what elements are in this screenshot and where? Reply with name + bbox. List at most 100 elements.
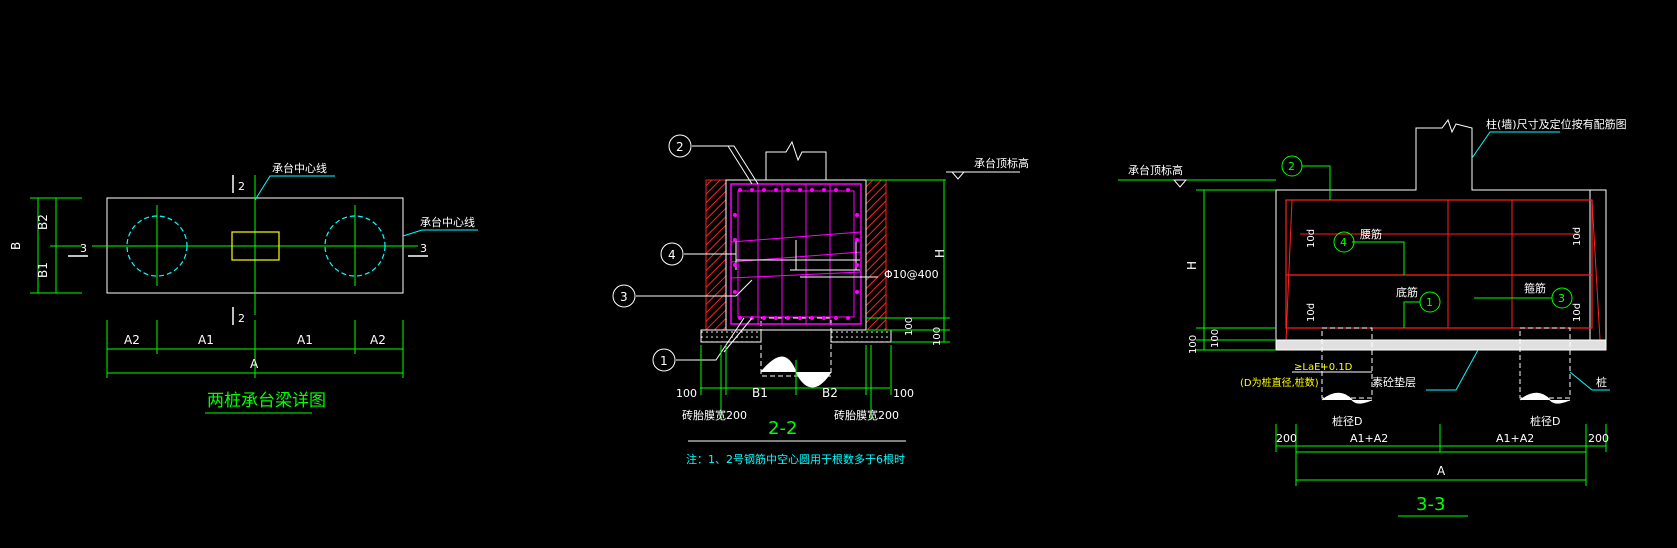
- dim-label-100-left: 100: [676, 387, 697, 400]
- label-bottom-bar: 底筋: [1396, 285, 1418, 299]
- callout-circle-4: [660, 242, 684, 266]
- rebar3-main: [1285, 199, 1593, 329]
- leader-callout-2: [692, 145, 759, 185]
- dim-label-b2: B2: [36, 214, 50, 230]
- leader3-callout-1: [1403, 301, 1420, 328]
- callout3-label-1: 1: [1426, 296, 1433, 309]
- dim-label-a1-right: A1: [297, 333, 313, 347]
- dim3-label-100-b: 100: [1210, 329, 1221, 348]
- callout-label-1: 1: [660, 354, 668, 368]
- rebar3-left-hook: [1285, 199, 1293, 341]
- callout-label-4: 4: [668, 248, 676, 262]
- pile3-right: [1519, 327, 1571, 399]
- dim3-label-h: H: [1185, 261, 1199, 270]
- elevation-triangle-2: [950, 171, 966, 180]
- label-side-bar: 腰筋: [1360, 227, 1382, 241]
- dim3-label-100-a: 100: [1188, 335, 1199, 354]
- tie-bar-1: [730, 231, 862, 243]
- leader3-callout-2: [1302, 165, 1331, 200]
- label-top-elev-2: 承台顶标高: [974, 156, 1029, 170]
- callout3-circle-1: [1419, 291, 1441, 313]
- dim3-label-200-left: 200: [1276, 432, 1297, 445]
- section-mark-2-top: 2: [238, 180, 245, 193]
- dim3-label-a: A: [1437, 464, 1446, 478]
- dim-label-b1-2: B1: [752, 386, 768, 400]
- leader3-callout-4: [1352, 241, 1405, 275]
- label-10d-c: 10d: [1572, 227, 1583, 246]
- dim-label-b2-2: B2: [822, 386, 838, 400]
- label-top-elev-3: 承台顶标高: [1128, 163, 1183, 177]
- section-mark-3-left: 3: [80, 242, 87, 255]
- pile3-break-left: [1321, 392, 1373, 404]
- leader3-cushion: [1426, 349, 1479, 391]
- cap3-outline: [1275, 118, 1607, 341]
- rebar3-right-hook: [1591, 199, 1601, 341]
- leader-callout-2b: [727, 145, 753, 185]
- rebar-dots-sides: [733, 213, 859, 294]
- callout3-label-2: 2: [1288, 160, 1295, 173]
- label-pile-dia-left: 桩径D: [1332, 414, 1362, 428]
- view1-title: 两桩承台梁详图: [207, 391, 326, 411]
- view2-title: 2-2: [768, 418, 797, 439]
- label-pile: 桩: [1596, 375, 1607, 389]
- dim-label-a1-left: A1: [198, 333, 214, 347]
- cap-section-outline: [725, 179, 867, 331]
- callout3-label-4: 4: [1340, 236, 1347, 249]
- rebar-dots-bottom: [738, 316, 850, 320]
- pile3-break-right: [1519, 392, 1571, 404]
- view-plan: 承台中心线 承台中心线 2 2 3 3 B B2 B1 A2 A1 A1 A2 …: [9, 161, 478, 414]
- column-outline: [231, 231, 280, 261]
- label-10d-b: 10d: [1306, 303, 1317, 322]
- brick-mold-left: [705, 179, 727, 331]
- dim-label-a: A: [250, 357, 259, 371]
- leader-center-right: [402, 229, 478, 237]
- section-mark-2-bottom: 2: [238, 312, 245, 325]
- label-center-top: 承台中心线: [272, 161, 327, 175]
- leader3-pile: [1569, 371, 1610, 391]
- dim-label-h-2: H: [933, 249, 947, 258]
- callout3-circle-2: [1281, 155, 1303, 177]
- cushion-left: [700, 329, 762, 343]
- callout3-label-3: 3: [1558, 292, 1565, 305]
- stirrup-inner: [737, 190, 855, 318]
- dim3-label-a1a2-right: A1+A2: [1496, 432, 1534, 445]
- elevation3-triangle: [1172, 179, 1188, 188]
- brick-mold-right: [865, 179, 887, 331]
- label-column-note: 柱(墙)尺寸及定位按有配筋图: [1486, 117, 1627, 131]
- section-mark-3-right: 3: [420, 242, 427, 255]
- cushion3: [1275, 339, 1607, 351]
- leader3-column: [1471, 131, 1560, 159]
- stirrup-label: Φ10@400: [884, 268, 939, 281]
- label-stirrup-3: 箍筋: [1524, 281, 1546, 295]
- dim-label-100-right-a: 100: [904, 317, 915, 336]
- label-width-left: 砖胎膜宽200: [682, 408, 747, 422]
- cushion-right: [830, 329, 892, 343]
- callout-circle-2: [668, 134, 692, 158]
- label-center-right: 承台中心线: [420, 215, 475, 229]
- label-10d-a: 10d: [1306, 229, 1317, 248]
- dim-label-100-right-b: 100: [932, 327, 943, 346]
- column-stub: [765, 140, 827, 180]
- label-width-right: 砖胎膜宽200: [834, 408, 899, 422]
- callout-circle-1: [652, 348, 676, 372]
- view2-note: 注：1、2号钢筋中空心圆用于根数多于6根时: [686, 452, 905, 466]
- leader-center-top: [254, 175, 335, 201]
- view3-title: 3-3: [1416, 494, 1445, 515]
- label-10d-d: 10d: [1572, 303, 1583, 322]
- dim-label-100-right-bottom: 100: [893, 387, 914, 400]
- leader-callout-3: [636, 279, 753, 297]
- tie-bar-3: [730, 271, 862, 279]
- callout-label-3: 3: [620, 290, 628, 304]
- dim3-label-a1a2-left: A1+A2: [1350, 432, 1388, 445]
- rebar-dots-top: [738, 188, 850, 192]
- leader-callout-1: [676, 317, 745, 361]
- pile-circle-left: [126, 215, 188, 277]
- dim-label-a2-right: A2: [370, 333, 386, 347]
- label-anchor: ≥LaE+0.1D: [1294, 362, 1353, 373]
- label-pile-note: (D为桩直径,桩数): [1240, 376, 1319, 389]
- callout-circle-3: [612, 284, 636, 308]
- dim-label-b1: B1: [36, 262, 50, 278]
- label-pile-dia-right: 桩径D: [1530, 414, 1560, 428]
- callout3-circle-4: [1333, 231, 1355, 253]
